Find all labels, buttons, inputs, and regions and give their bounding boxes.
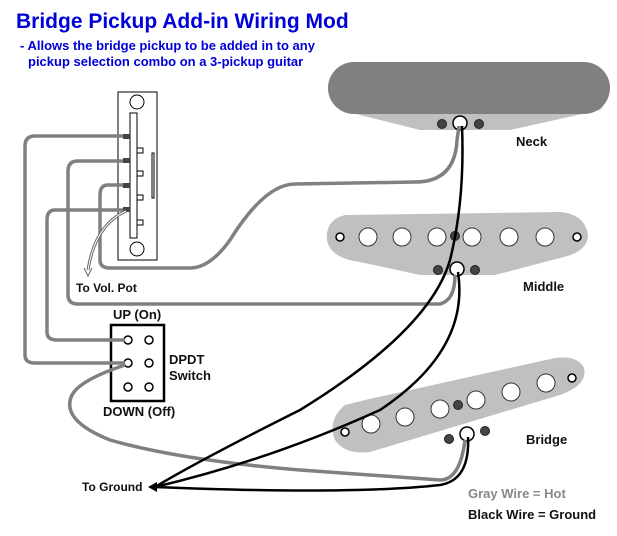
ground-arrow-icon bbox=[148, 482, 157, 492]
subtitle-line-2: pickup selection combo on a 3-pickup gui… bbox=[28, 54, 304, 69]
label-switch: Switch bbox=[169, 368, 211, 383]
diagram-title: Bridge Pickup Add-in Wiring Mod bbox=[16, 10, 349, 33]
diagram-subtitle: - Allows the bridge pickup to be added i… bbox=[20, 38, 315, 70]
label-middle: Middle bbox=[523, 279, 565, 294]
bridge-pickup bbox=[332, 357, 585, 453]
label-bridge: Bridge bbox=[526, 432, 568, 447]
vol-pot-arrow-icon bbox=[83, 267, 93, 278]
neck-pickup-cover bbox=[328, 62, 610, 114]
hot-wire-middle bbox=[66, 159, 457, 306]
ground-wire-bridge bbox=[154, 436, 470, 492]
legend-hot: Gray Wire = Hot bbox=[468, 486, 566, 501]
hot-wires bbox=[23, 125, 467, 482]
ground-wire-neck bbox=[154, 125, 464, 489]
neck-pickup bbox=[328, 62, 610, 131]
ground-wires bbox=[154, 125, 470, 492]
legend-ground: Black Wire = Ground bbox=[468, 507, 597, 522]
label-vol-pot: To Vol. Pot bbox=[76, 281, 137, 295]
neck-eyelet-right bbox=[474, 119, 484, 129]
hot-wire-b bbox=[45, 208, 125, 342]
label-switch-down: DOWN (Off) bbox=[103, 404, 176, 419]
hot-wire-neck bbox=[98, 125, 461, 270]
middle-pickup-cover bbox=[326, 212, 588, 275]
dpdt-switch bbox=[109, 323, 166, 403]
five-way-switch bbox=[117, 91, 158, 261]
hot-wire-bridge bbox=[67, 363, 467, 482]
neck-eyelet-left bbox=[437, 119, 447, 129]
subtitle-line-1: - Allows the bridge pickup to be added i… bbox=[20, 38, 315, 53]
label-neck: Neck bbox=[516, 134, 548, 149]
middle-pickup bbox=[326, 212, 588, 277]
hot-wire-a bbox=[23, 134, 125, 365]
middle-terminal bbox=[449, 261, 465, 277]
ground-wire-middle bbox=[154, 271, 461, 489]
label-switch-up: UP (On) bbox=[113, 307, 162, 322]
label-ground: To Ground bbox=[82, 480, 143, 494]
label-dpdt: DPDT bbox=[169, 352, 205, 367]
